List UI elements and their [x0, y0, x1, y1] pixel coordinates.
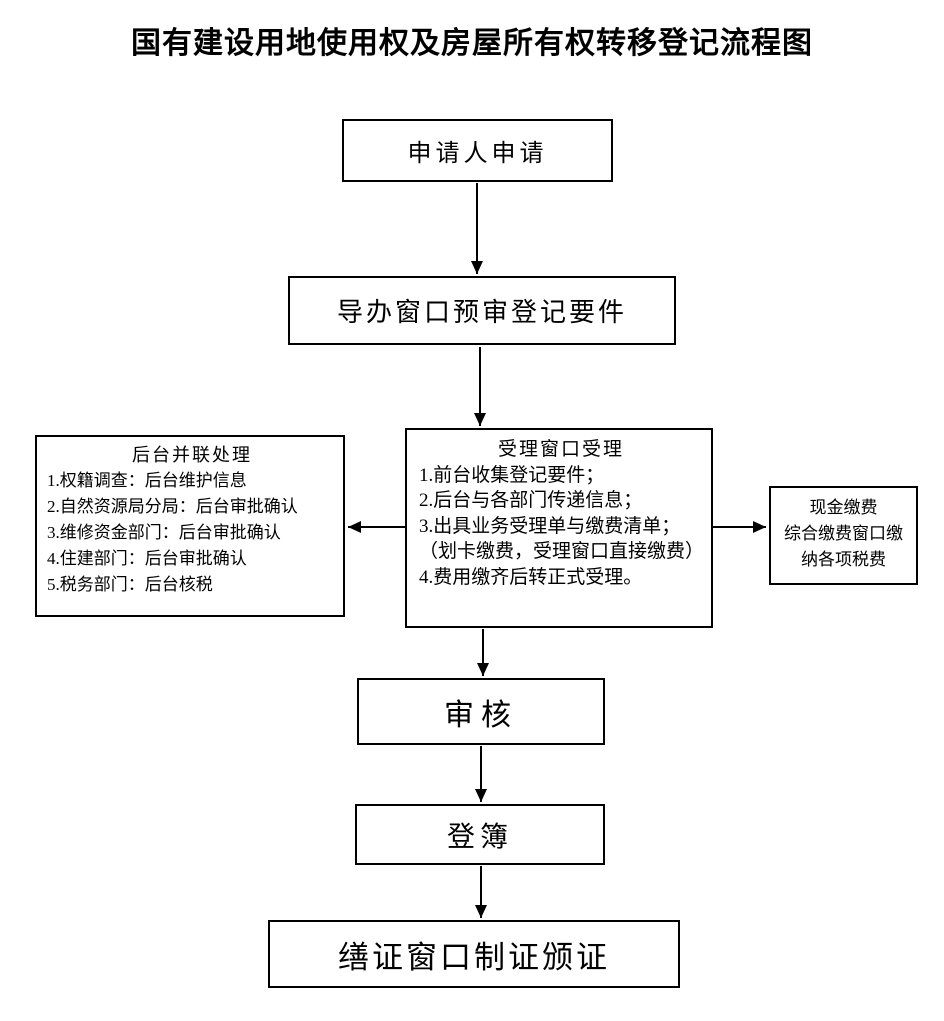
node-applicant-apply-label: 申请人申请 [407, 141, 548, 167]
parallel-item: 5.税务部门：后台核税 [47, 575, 213, 594]
node-guide-window-preview-label: 导办窗口预审登记要件 [336, 298, 627, 327]
node-review: 审核 [357, 678, 605, 745]
parallel-item: 4.住建部门：后台审批确认 [47, 549, 247, 568]
node-accept-window: 受理窗口受理 1.前台收集登记要件； 2.后台与各部门传递信息； 3.出具业务受… [405, 428, 713, 628]
node-certificate-issue: 缮证窗口制证颁证 [268, 920, 680, 988]
accept-item: 4.费用缴齐后转正式受理。 [419, 566, 643, 588]
accept-item: 1.前台收集登记要件； [419, 464, 605, 486]
node-cash-payment: 现金缴费 综合缴费窗口缴 纳各项税费 [769, 486, 918, 585]
node-guide-window-preview: 导办窗口预审登记要件 [288, 276, 676, 345]
node-backstage-parallel-processing: 后台并联处理 1.权籍调查：后台维护信息 2.自然资源局分局：后台审批确认 3.… [35, 435, 345, 617]
cash-line: 综合缴费窗口缴 [784, 524, 903, 543]
page-title: 国有建设用地使用权及房屋所有权转移登记流程图 [131, 27, 813, 60]
parallel-item: 2.自然资源局分局：后台审批确认 [47, 497, 298, 516]
node-review-label: 审核 [444, 698, 518, 732]
parallel-item: 3.维修资金部门：后台审批确认 [47, 523, 281, 542]
parallel-item: 1.权籍调查：后台维护信息 [47, 471, 247, 490]
accept-title: 受理窗口受理 [497, 439, 624, 460]
cash-line: 纳各项税费 [801, 550, 886, 569]
parallel-title: 后台并联处理 [132, 445, 252, 465]
cash-line: 现金缴费 [809, 498, 878, 517]
node-certificate-issue-label: 缮证窗口制证颁证 [338, 939, 610, 975]
accept-item: 3.出具业务受理单与缴费清单； [419, 515, 681, 537]
node-register-book-label: 登簿 [446, 821, 513, 853]
node-register-book: 登簿 [355, 804, 605, 865]
accept-item: 2.后台与各部门传递信息； [419, 490, 643, 511]
node-applicant-apply: 申请人申请 [342, 119, 613, 182]
accept-item: （划卡缴费，受理窗口直接缴费） [419, 541, 705, 562]
